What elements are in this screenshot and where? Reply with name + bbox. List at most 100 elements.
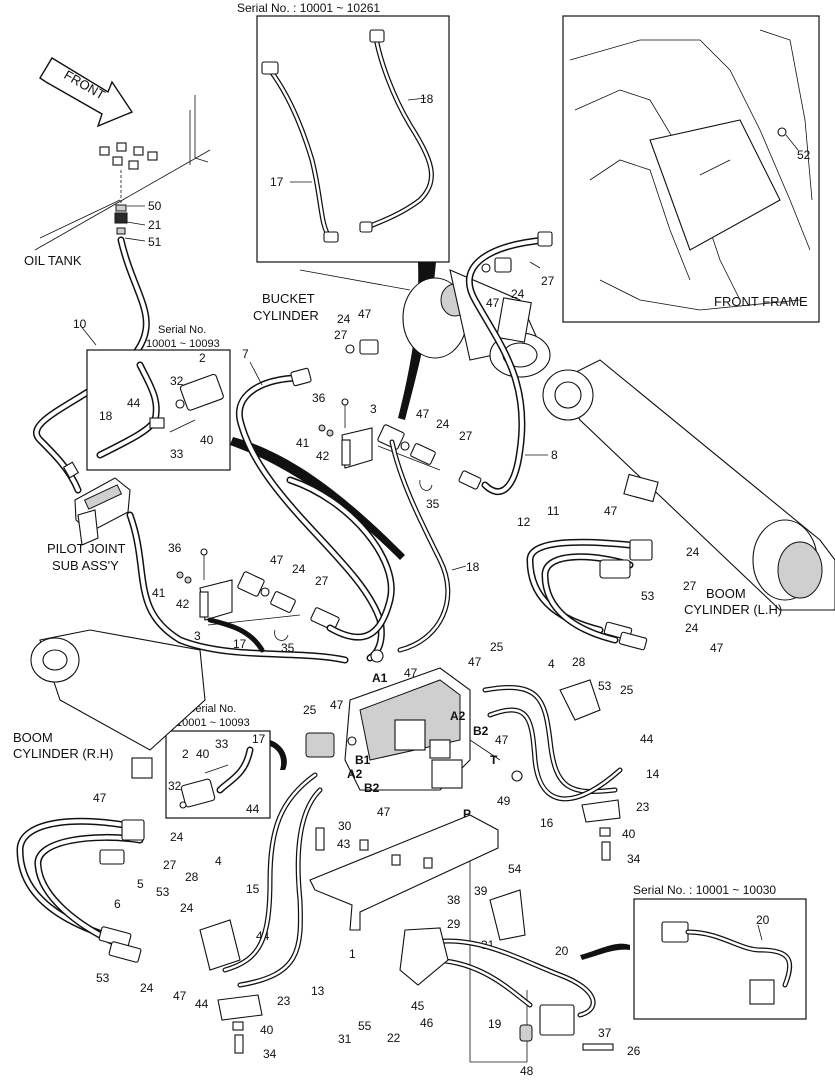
svg-text:43: 43 bbox=[337, 837, 351, 851]
svg-text:40: 40 bbox=[260, 1023, 274, 1037]
svg-text:25: 25 bbox=[620, 683, 634, 697]
svg-text:40: 40 bbox=[622, 827, 636, 841]
svg-text:47: 47 bbox=[468, 655, 482, 669]
svg-text:21: 21 bbox=[148, 218, 162, 232]
main-control-valve: A1 B1 A2 B2 A2 B2 T P 47 25 47 bbox=[303, 649, 528, 1063]
svg-text:44: 44 bbox=[195, 997, 209, 1011]
svg-text:18: 18 bbox=[466, 560, 480, 574]
serial-left-title-a: Serial No. bbox=[188, 703, 236, 715]
svg-text:27: 27 bbox=[163, 858, 177, 872]
svg-text:20: 20 bbox=[555, 944, 569, 958]
serial-top-title: Serial No. : 10001 ~ 10261 bbox=[237, 1, 380, 15]
svg-text:47: 47 bbox=[270, 553, 284, 567]
svg-text:32: 32 bbox=[170, 374, 184, 388]
serial-box-left: Serial No. 10001 ~ 10093 2 40 33 17 32 4… bbox=[165, 703, 271, 819]
svg-text:49: 49 bbox=[497, 794, 511, 808]
svg-text:24: 24 bbox=[686, 545, 700, 559]
svg-text:13: 13 bbox=[311, 984, 325, 998]
boom-rh-label-b: CYLINDER (R.H) bbox=[13, 746, 113, 761]
svg-text:46: 46 bbox=[420, 1016, 434, 1030]
svg-text:47: 47 bbox=[486, 296, 500, 310]
boom-cylinder-lh: BOOM CYLINDER (L.H) bbox=[542, 359, 835, 617]
svg-text:8: 8 bbox=[551, 448, 558, 462]
leader-stripe-3 bbox=[270, 740, 287, 770]
hoses-11-12: 12 11 47 24 27 53 24 47 28 53 25 25 47 4… bbox=[468, 504, 724, 866]
svg-text:14: 14 bbox=[646, 767, 660, 781]
svg-text:6: 6 bbox=[114, 897, 121, 911]
svg-text:45: 45 bbox=[411, 999, 425, 1013]
svg-text:17: 17 bbox=[252, 732, 266, 746]
svg-text:7: 7 bbox=[242, 347, 249, 361]
svg-text:18: 18 bbox=[420, 92, 434, 106]
svg-text:24: 24 bbox=[511, 287, 525, 301]
svg-text:1: 1 bbox=[349, 947, 356, 961]
svg-text:34: 34 bbox=[263, 1047, 277, 1061]
svg-text:44: 44 bbox=[127, 396, 141, 410]
svg-text:24: 24 bbox=[180, 901, 194, 915]
bracket-lower: 36 41 42 3 47 24 27 35 17 bbox=[152, 476, 395, 655]
svg-text:40: 40 bbox=[196, 747, 210, 761]
svg-text:32: 32 bbox=[168, 779, 182, 793]
svg-text:2: 2 bbox=[199, 351, 206, 365]
svg-text:12: 12 bbox=[517, 515, 531, 529]
pilot-label-b: SUB ASS'Y bbox=[52, 558, 119, 573]
svg-text:11: 11 bbox=[547, 504, 560, 518]
serial-left-title-b: 10001 ~ 10093 bbox=[176, 717, 250, 729]
front-frame-label: FRONT FRAME bbox=[714, 294, 808, 309]
svg-text:35: 35 bbox=[426, 497, 440, 511]
svg-text:36: 36 bbox=[168, 541, 182, 555]
pipes-14-16 bbox=[482, 679, 623, 861]
svg-text:28: 28 bbox=[572, 655, 586, 669]
svg-text:47: 47 bbox=[377, 805, 391, 819]
port-a1: A1 bbox=[372, 671, 388, 685]
svg-text:17: 17 bbox=[233, 637, 247, 651]
svg-text:25: 25 bbox=[303, 703, 317, 717]
svg-text:31: 31 bbox=[338, 1032, 352, 1046]
serial-mid-title-a: Serial No. bbox=[158, 324, 206, 336]
svg-text:47: 47 bbox=[604, 504, 618, 518]
pipe-18-main: 18 bbox=[389, 439, 480, 653]
svg-text:24: 24 bbox=[292, 562, 306, 576]
svg-text:23: 23 bbox=[277, 994, 291, 1008]
svg-text:25: 25 bbox=[490, 640, 504, 654]
svg-text:55: 55 bbox=[358, 1019, 372, 1033]
svg-text:47: 47 bbox=[173, 989, 187, 1003]
oil-tank-label: OIL TANK bbox=[24, 253, 82, 268]
svg-text:27: 27 bbox=[459, 429, 473, 443]
svg-text:23: 23 bbox=[636, 800, 650, 814]
pipes-13-15: 15 13 23 40 34 bbox=[199, 772, 325, 1061]
port-t: T bbox=[490, 753, 498, 767]
svg-text:5: 5 bbox=[137, 877, 144, 891]
svg-text:44: 44 bbox=[246, 802, 260, 816]
pipes-19-20: 20 19 55 22 45 46 31 48 37 26 bbox=[338, 889, 641, 1078]
hose-7: 7 bbox=[235, 347, 385, 662]
boom-cylinder-rh: BOOM CYLINDER (R.H) bbox=[13, 629, 206, 779]
svg-text:42: 42 bbox=[316, 449, 330, 463]
svg-text:47: 47 bbox=[404, 666, 418, 680]
svg-text:19: 19 bbox=[488, 1017, 502, 1031]
hose-8: 8 bbox=[465, 231, 558, 495]
svg-text:34: 34 bbox=[627, 852, 641, 866]
boom-lh-label-a: BOOM bbox=[706, 586, 746, 601]
svg-text:44: 44 bbox=[640, 732, 654, 746]
svg-text:47: 47 bbox=[416, 407, 430, 421]
serial-box-bottom-right: Serial No. : 10001 ~ 10030 20 bbox=[633, 883, 807, 1020]
svg-text:3: 3 bbox=[194, 629, 201, 643]
port-b1: B1 bbox=[355, 753, 371, 767]
port-a2-left: A2 bbox=[347, 767, 363, 781]
svg-text:22: 22 bbox=[387, 1031, 401, 1045]
svg-text:4: 4 bbox=[548, 657, 555, 671]
bucket-fittings: 27 24 47 47 24 27 bbox=[334, 257, 555, 355]
serial-mid-title-b: 10001 ~ 10093 bbox=[146, 338, 220, 350]
svg-text:28: 28 bbox=[185, 870, 199, 884]
svg-text:33: 33 bbox=[170, 447, 184, 461]
svg-text:18: 18 bbox=[99, 409, 113, 423]
port-b2-right: B2 bbox=[473, 724, 489, 738]
port-a2-right: A2 bbox=[450, 709, 466, 723]
port-p: P bbox=[463, 807, 471, 821]
svg-text:24: 24 bbox=[436, 417, 450, 431]
boom-lh-label-b: CYLINDER (L.H) bbox=[684, 602, 782, 617]
hoses-5-6: 47 24 27 5 6 28 4 53 24 44 53 24 47 44 bbox=[16, 791, 270, 1011]
svg-text:39: 39 bbox=[474, 884, 488, 898]
